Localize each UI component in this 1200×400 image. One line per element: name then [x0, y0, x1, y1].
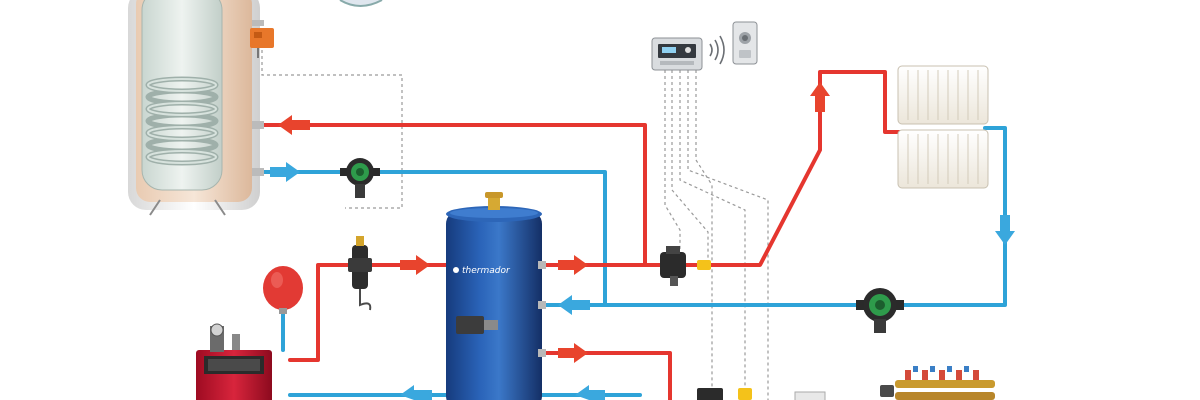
hot-flow-arrow-left [278, 115, 310, 135]
wireless-signal-icon [709, 35, 725, 65]
cold-flow-arrow-left [575, 385, 605, 400]
wireless-room-sensor [732, 21, 758, 65]
control-wire [664, 70, 681, 260]
hot-flow-arrow-up [810, 82, 830, 112]
brass-fitting [697, 260, 711, 270]
cold-pipe [260, 170, 607, 307]
hot-flow-arrow-right [558, 343, 588, 363]
hot-flow-arrow-right [400, 255, 430, 275]
cold-flow-arrow-left [558, 295, 590, 315]
hot-flow-arrow-right [558, 255, 588, 275]
control-wire [687, 70, 769, 400]
flow-arrows [270, 82, 1015, 400]
control-wire [261, 50, 403, 209]
cold-flow-arrow-down [995, 215, 1015, 245]
control-wire [695, 70, 713, 400]
expansion-vessel [263, 266, 303, 314]
solid-fuel-boiler [196, 323, 272, 400]
pipes [260, 70, 1007, 400]
underfloor-manifold [794, 366, 995, 400]
air-separator [348, 236, 372, 311]
cold-flow-arrow-left [400, 385, 432, 400]
cold-flow-arrow-right [270, 162, 300, 182]
buffer-tank-brand: thermador [462, 266, 511, 276]
buffer-tank: thermador [446, 192, 546, 400]
hot-pipe [288, 263, 450, 362]
hot-pipe [260, 123, 647, 267]
mixing-valve [697, 388, 723, 400]
room-thermostat [651, 37, 703, 71]
control-wire [671, 70, 709, 262]
dhw-cylinder [128, 0, 264, 216]
radiator [897, 65, 989, 125]
brass-fitting [738, 388, 752, 400]
circulation-pump [340, 158, 380, 198]
hot-pipe [538, 70, 907, 267]
mixing-valve [660, 246, 686, 286]
pressure-gauge-icon [339, 0, 383, 7]
circulation-pump [856, 288, 904, 333]
thermostatic-valve [250, 28, 274, 58]
radiator [897, 129, 989, 189]
brand-logo-icon [453, 267, 459, 273]
